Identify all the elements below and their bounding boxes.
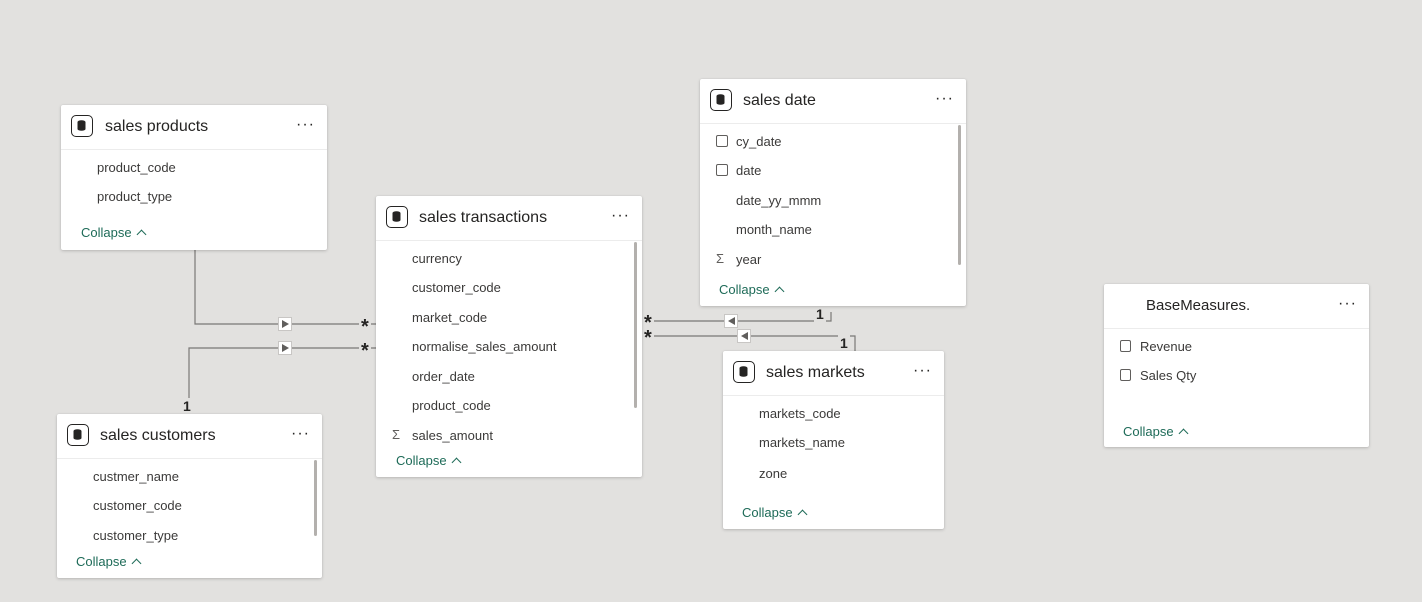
field-item[interactable]: sales_amount [412, 428, 493, 443]
chevron-up-icon [136, 229, 147, 240]
field-item[interactable]: customer_code [93, 498, 182, 513]
table-card-sales-markets[interactable]: sales markets ··· markets_code markets_n… [723, 351, 944, 529]
collapse-button[interactable]: Collapse [719, 282, 785, 297]
field-item[interactable]: order_date [412, 369, 475, 384]
table-title: sales date [743, 92, 816, 109]
table-card-sales-products[interactable]: sales products ··· product_code product_… [61, 105, 327, 250]
more-options-button[interactable]: ··· [1338, 295, 1357, 312]
collapse-button[interactable]: Collapse [76, 554, 142, 569]
field-item[interactable]: markets_code [759, 406, 841, 421]
table-title: BaseMeasures. [1146, 297, 1251, 314]
calendar-icon [716, 135, 728, 147]
measure-item[interactable]: Sales Qty [1140, 368, 1197, 383]
field-item[interactable]: product_code [97, 160, 176, 175]
chevron-up-icon [451, 457, 462, 468]
cardinality-many: * [642, 327, 654, 349]
cardinality-one: 1 [838, 335, 850, 351]
calendar-icon [716, 164, 728, 176]
filter-direction-arrow[interactable] [278, 341, 292, 355]
more-options-button[interactable]: ··· [935, 90, 954, 107]
collapse-label: Collapse [1123, 424, 1174, 439]
table-title: sales customers [100, 427, 216, 444]
arrow-right-icon [282, 344, 289, 352]
cardinality-many: * [642, 312, 654, 334]
table-card-sales-date[interactable]: sales date ··· cy_date date date_yy_mmm … [700, 79, 966, 306]
table-card-sales-customers[interactable]: sales customers ··· custmer_name custome… [57, 414, 322, 578]
cardinality-many: * [359, 316, 371, 338]
field-item[interactable]: customer_type [93, 528, 179, 543]
table-icon [733, 361, 755, 383]
table-title: sales markets [766, 364, 865, 381]
sum-icon: Σ [716, 251, 725, 266]
field-item[interactable]: normalise_sales_amount [412, 339, 557, 354]
table-header[interactable]: sales products ··· [61, 105, 327, 150]
collapse-button[interactable]: Collapse [81, 225, 147, 240]
arrow-left-icon [741, 332, 748, 340]
field-item[interactable]: month_name [736, 222, 812, 237]
table-card-sales-transactions[interactable]: sales transactions ··· currency customer… [376, 196, 642, 477]
chevron-up-icon [797, 509, 808, 520]
field-item[interactable]: custmer_name [93, 469, 179, 484]
relationship-line-date [642, 312, 832, 322]
field-item[interactable]: product_code [412, 398, 491, 413]
collapse-button[interactable]: Collapse [1123, 424, 1189, 439]
field-item[interactable]: zone [759, 466, 788, 481]
field-item[interactable]: customer_code [412, 280, 501, 295]
table-header[interactable]: BaseMeasures. ··· [1104, 284, 1369, 329]
more-options-button[interactable]: ··· [296, 116, 315, 133]
measure-item[interactable]: Revenue [1140, 339, 1193, 354]
cardinality-one: 1 [181, 398, 193, 414]
table-header[interactable]: sales customers ··· [57, 414, 322, 459]
more-options-button[interactable]: ··· [913, 362, 932, 379]
filter-direction-arrow[interactable] [278, 317, 292, 331]
filter-direction-arrow[interactable] [724, 314, 738, 328]
collapse-button[interactable]: Collapse [396, 453, 462, 468]
calculator-icon [1120, 369, 1131, 381]
table-title: sales products [105, 118, 209, 135]
table-icon [71, 115, 93, 137]
table-header[interactable]: sales markets ··· [723, 351, 944, 396]
more-options-button[interactable]: ··· [611, 207, 630, 224]
collapse-label: Collapse [81, 225, 132, 240]
chevron-up-icon [774, 286, 785, 297]
more-options-button[interactable]: ··· [291, 425, 310, 442]
field-item[interactable]: date [736, 163, 762, 178]
collapse-label: Collapse [719, 282, 770, 297]
collapse-label: Collapse [396, 453, 447, 468]
field-item[interactable]: cy_date [736, 134, 782, 149]
table-icon [67, 424, 89, 446]
calculator-icon [1120, 340, 1131, 352]
chevron-up-icon [131, 558, 142, 569]
cardinality-one: 1 [814, 306, 826, 322]
filter-direction-arrow[interactable] [737, 329, 751, 343]
field-item[interactable]: market_code [412, 310, 488, 325]
arrow-left-icon [728, 317, 735, 325]
arrow-right-icon [282, 320, 289, 328]
relationship-line-customers [188, 347, 376, 414]
field-item[interactable]: year [736, 252, 762, 267]
relationship-line-products [194, 250, 376, 325]
sum-icon: Σ [392, 427, 401, 442]
scrollbar[interactable] [634, 242, 637, 408]
collapse-button[interactable]: Collapse [742, 505, 808, 520]
table-header[interactable]: sales transactions ··· [376, 196, 642, 241]
field-item[interactable]: product_type [97, 189, 173, 204]
table-icon [386, 206, 408, 228]
field-item[interactable]: markets_name [759, 435, 845, 450]
scrollbar[interactable] [314, 460, 317, 536]
collapse-label: Collapse [76, 554, 127, 569]
scrollbar[interactable] [958, 125, 961, 265]
field-item[interactable]: date_yy_mmm [736, 193, 822, 208]
collapse-label: Collapse [742, 505, 793, 520]
cardinality-many: * [359, 340, 371, 362]
table-card-base-measures[interactable]: BaseMeasures. ··· Revenue Sales Qty Coll… [1104, 284, 1369, 447]
relationship-line-markets [642, 335, 856, 351]
table-icon [710, 89, 732, 111]
field-item[interactable]: currency [412, 251, 462, 266]
chevron-up-icon [1178, 428, 1189, 439]
table-title: sales transactions [419, 209, 548, 226]
table-header[interactable]: sales date ··· [700, 79, 966, 124]
